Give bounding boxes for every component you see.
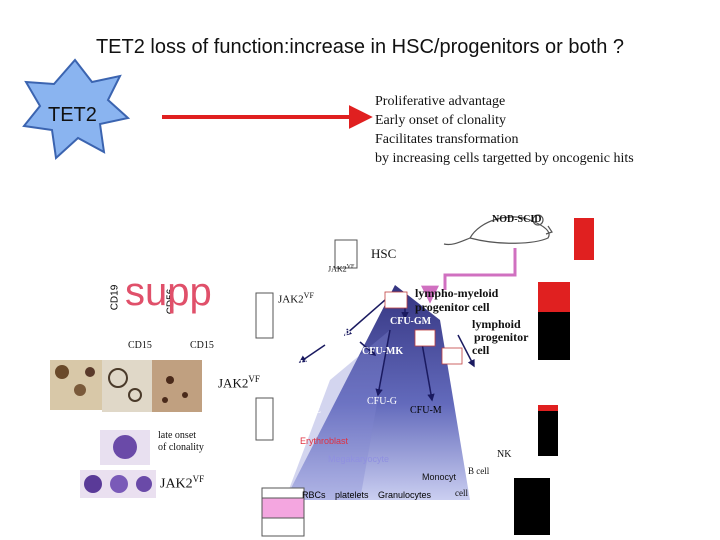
jak2-mid-base: JAK2 — [278, 294, 304, 306]
jak2-left-base: JAK2 — [218, 375, 248, 390]
bottom-bar-pink — [262, 498, 304, 518]
jak2-left-sup: VF — [248, 374, 260, 384]
jak2-hsc-base: JAK2 — [328, 265, 347, 274]
jak2-hsc-label: JAK2VF — [328, 264, 354, 274]
consequence-line-1: Proliferative advantage — [375, 92, 634, 111]
tet2-label: TET2 — [48, 104, 97, 127]
marker-box-2 — [415, 330, 435, 346]
right-bar-red-mid — [538, 282, 570, 312]
right-bar-red-top — [574, 218, 594, 260]
cell-image-smear — [50, 360, 102, 410]
cfu-g-label: CFU-G — [367, 396, 397, 407]
cfu-m-label: CFU-M — [410, 405, 442, 416]
megakaryocyte-label: Megakaryocyte — [328, 454, 389, 464]
jak2-mid-sup: VF — [304, 291, 314, 300]
b-cell-label: B cell — [468, 466, 489, 476]
late-onset-line-2: of clonality — [158, 442, 204, 454]
right-bar-black-bottom — [514, 478, 550, 535]
late-onset-line-1: late onset — [158, 430, 204, 442]
t-cell-label: cell — [455, 488, 468, 498]
cell-image-blast — [100, 430, 150, 465]
jak2-left-label: JAK2VF — [218, 374, 260, 391]
lymphoid-label: lymphoid progenitor cell — [472, 318, 528, 357]
hsc-label: HSC — [371, 246, 396, 262]
consequence-line-4: by increasing cells targetted by oncogen… — [375, 149, 634, 168]
cell-image-stain — [152, 360, 202, 412]
jak2-hsc-sup: VF — [347, 264, 355, 270]
rbcs-label: RBCs — [302, 490, 326, 500]
lympho-myeloid-label: lympho-myeloid progenitor cell — [415, 286, 498, 314]
marker-box-3 — [442, 348, 462, 364]
lympho-myeloid-line-1: lympho-myeloid — [415, 286, 498, 300]
platelets-label: platelets — [335, 490, 369, 500]
jak2-bottom-label: JAK2VF — [160, 474, 204, 493]
cfue-bar — [256, 398, 273, 440]
consequence-line-3: Facilitates transformation — [375, 130, 634, 149]
consequence-line-2: Early onset of clonality — [375, 111, 634, 130]
granulocytes-label: Granulocytes — [378, 490, 431, 500]
nk-label: NK — [497, 449, 511, 460]
right-bar-black-mid — [538, 312, 570, 360]
supp-label: supp — [125, 270, 212, 315]
cell-image-colony — [102, 360, 152, 412]
cd15-label-a: CD15 — [128, 340, 152, 351]
cd15-label-b: CD15 — [190, 340, 214, 351]
pink-connector — [445, 248, 515, 290]
monocyte-label: Monocyt — [422, 472, 456, 482]
right-bar-black-low — [538, 411, 558, 456]
jak2-bar-mid — [256, 293, 273, 338]
cd19-label: CD19 — [109, 285, 120, 311]
consequences-list: Proliferative advantage Early onset of c… — [375, 92, 634, 168]
cell-image-blood-cells — [80, 470, 156, 498]
lymphoid-line-3: cell — [472, 344, 528, 357]
jak2-mid-label: JAK2VF — [278, 291, 314, 306]
nod-scid-label: NOD-SCID — [492, 214, 541, 225]
jak2-bottom-sup: VF — [193, 474, 205, 484]
lympho-myeloid-line-2: progenitor cell — [415, 300, 498, 314]
late-onset-label: late onset of clonality — [158, 430, 204, 454]
right-bar-red-low — [538, 405, 558, 411]
mep-label: MEP — [328, 329, 350, 340]
jak2-bottom-base: JAK2 — [160, 477, 193, 492]
marker-box-1 — [385, 292, 407, 308]
cfu-e-label: CFU-E — [292, 405, 321, 416]
erythroblast-label: Erythroblast — [300, 436, 348, 446]
cfu-gm-label: CFU-GM — [390, 316, 431, 327]
cfu-mk-label: CFU-MK — [362, 346, 403, 357]
bfu-e-label: BFU-E — [287, 359, 317, 370]
